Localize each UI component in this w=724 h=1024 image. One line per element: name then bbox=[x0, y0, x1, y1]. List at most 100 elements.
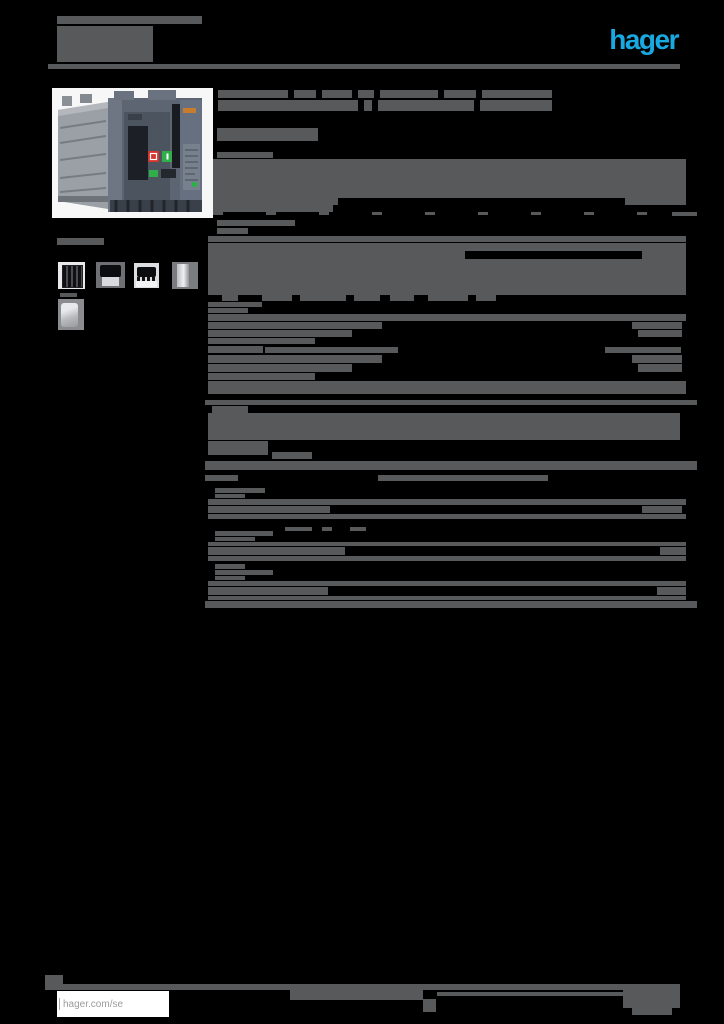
redacted-text-bar bbox=[660, 547, 686, 555]
redacted-text-bar bbox=[632, 322, 682, 329]
redacted-text-bar bbox=[205, 400, 697, 405]
redacted-text-bar bbox=[272, 452, 312, 459]
redacted-text-bar bbox=[57, 16, 202, 24]
redacted-text-bar bbox=[57, 26, 153, 62]
redacted-text-bar bbox=[425, 212, 435, 215]
redacted-text-bar bbox=[208, 346, 263, 353]
redacted-text-bar bbox=[218, 100, 358, 111]
redacted-text-bar bbox=[642, 506, 682, 513]
redacted-text-bar bbox=[262, 295, 292, 301]
redacted-text-bar bbox=[208, 514, 686, 519]
redacted-text-bar bbox=[208, 542, 686, 546]
redacted-text-bar bbox=[638, 364, 682, 372]
footer-site-box: hager.com/se bbox=[57, 991, 169, 1017]
connector-teeth bbox=[137, 277, 156, 281]
redacted-text-bar bbox=[215, 570, 273, 575]
redacted-text-bar bbox=[605, 347, 681, 353]
redacted-text-bar bbox=[285, 527, 312, 531]
redacted-text-bar bbox=[423, 999, 436, 1012]
redacted-text-bar bbox=[478, 212, 488, 215]
redacted-text-bar bbox=[390, 295, 414, 301]
site-link[interactable]: hager.com/se bbox=[63, 998, 124, 1010]
redacted-text-bar bbox=[476, 295, 496, 301]
redacted-text-bar bbox=[208, 373, 315, 380]
redacted-text-bar bbox=[322, 90, 352, 98]
redacted-text-bar bbox=[672, 212, 697, 216]
redacted-text-bar bbox=[208, 581, 686, 586]
connector-icon bbox=[137, 267, 156, 277]
redacted-text-bar bbox=[208, 314, 686, 321]
redacted-text-bar bbox=[208, 499, 686, 505]
redacted-text-bar bbox=[217, 128, 318, 141]
redacted-text-bar bbox=[205, 475, 238, 481]
redacted-text-bar bbox=[208, 556, 686, 561]
redacted-text-bar bbox=[531, 212, 541, 215]
redacted-text-bar bbox=[208, 413, 680, 440]
redacted-text-bar bbox=[57, 238, 104, 245]
redacted-text-bar bbox=[632, 355, 682, 363]
accessory-thumbnail-5 bbox=[58, 299, 84, 330]
redacted-text-bar bbox=[378, 475, 548, 481]
redacted-text-bar bbox=[208, 236, 686, 242]
redacted-text-bar bbox=[625, 198, 686, 205]
redacted-text-bar bbox=[428, 295, 468, 301]
redacted-text-bar bbox=[642, 251, 686, 259]
redacted-text-bar bbox=[637, 212, 647, 215]
redacted-text-bar bbox=[657, 587, 686, 595]
redacted-text-bar bbox=[358, 90, 374, 98]
redacted-text-bar bbox=[623, 984, 680, 1008]
redacted-text-bar bbox=[212, 406, 248, 413]
redacted-text-bar bbox=[215, 576, 245, 580]
redacted-text-bar bbox=[222, 295, 238, 301]
redacted-text-bar bbox=[354, 295, 380, 301]
redacted-text-bar bbox=[205, 601, 697, 608]
redacted-text-bar bbox=[217, 220, 295, 226]
redacted-text-bar bbox=[584, 212, 594, 215]
redacted-text-bar bbox=[208, 198, 338, 205]
redacted-text-bar bbox=[300, 295, 346, 301]
redacted-text-bar bbox=[208, 330, 352, 337]
redacted-text-bar bbox=[638, 330, 682, 337]
redacted-text-bar bbox=[217, 152, 273, 158]
redacted-text-bar bbox=[208, 308, 248, 313]
redacted-text-bar bbox=[444, 90, 476, 98]
redacted-text-bar bbox=[208, 259, 686, 295]
redacted-text-bar bbox=[208, 547, 345, 555]
terminal-strip-icon bbox=[177, 264, 189, 287]
redacted-text-bar bbox=[380, 90, 438, 98]
redacted-text-bar bbox=[319, 212, 329, 215]
accessory-thumbnail-4 bbox=[172, 262, 198, 289]
redacted-text-bar bbox=[215, 488, 265, 493]
connector-base bbox=[102, 277, 119, 286]
redacted-text-bar bbox=[48, 64, 680, 69]
redacted-text-bar bbox=[215, 531, 273, 536]
redacted-text-bar bbox=[322, 527, 332, 531]
redacted-text-bar bbox=[208, 587, 328, 595]
redacted-text-bar bbox=[218, 90, 288, 98]
redacted-text-bar bbox=[215, 564, 245, 569]
mechanism-icon bbox=[61, 303, 78, 327]
redacted-text-bar bbox=[378, 100, 474, 111]
redacted-text-bar bbox=[45, 975, 63, 984]
redacted-text-bar bbox=[208, 159, 686, 198]
redacted-text-bar bbox=[208, 441, 268, 455]
redacted-text-bar bbox=[208, 338, 315, 344]
redacted-text-bar bbox=[350, 527, 366, 531]
redacted-text-bar bbox=[205, 461, 697, 470]
redacted-text-bar bbox=[215, 494, 245, 498]
redacted-text-bar bbox=[294, 90, 316, 98]
redacted-text-bar bbox=[213, 212, 223, 215]
redacted-text-bar bbox=[208, 364, 352, 372]
redacted-text-bar bbox=[208, 243, 686, 251]
redacted-text-bar bbox=[480, 100, 552, 111]
connector-icon bbox=[100, 265, 121, 277]
accessory-thumbnail-2 bbox=[96, 262, 125, 288]
redacted-text-bar bbox=[215, 537, 255, 541]
redacted-text-bar bbox=[60, 293, 77, 297]
redacted-text-bar bbox=[208, 322, 382, 329]
redacted-text-bar bbox=[208, 381, 686, 394]
accessory-thumbnail-3 bbox=[134, 263, 159, 288]
redacted-text-bar bbox=[266, 212, 276, 215]
redacted-text-bar bbox=[217, 228, 248, 234]
